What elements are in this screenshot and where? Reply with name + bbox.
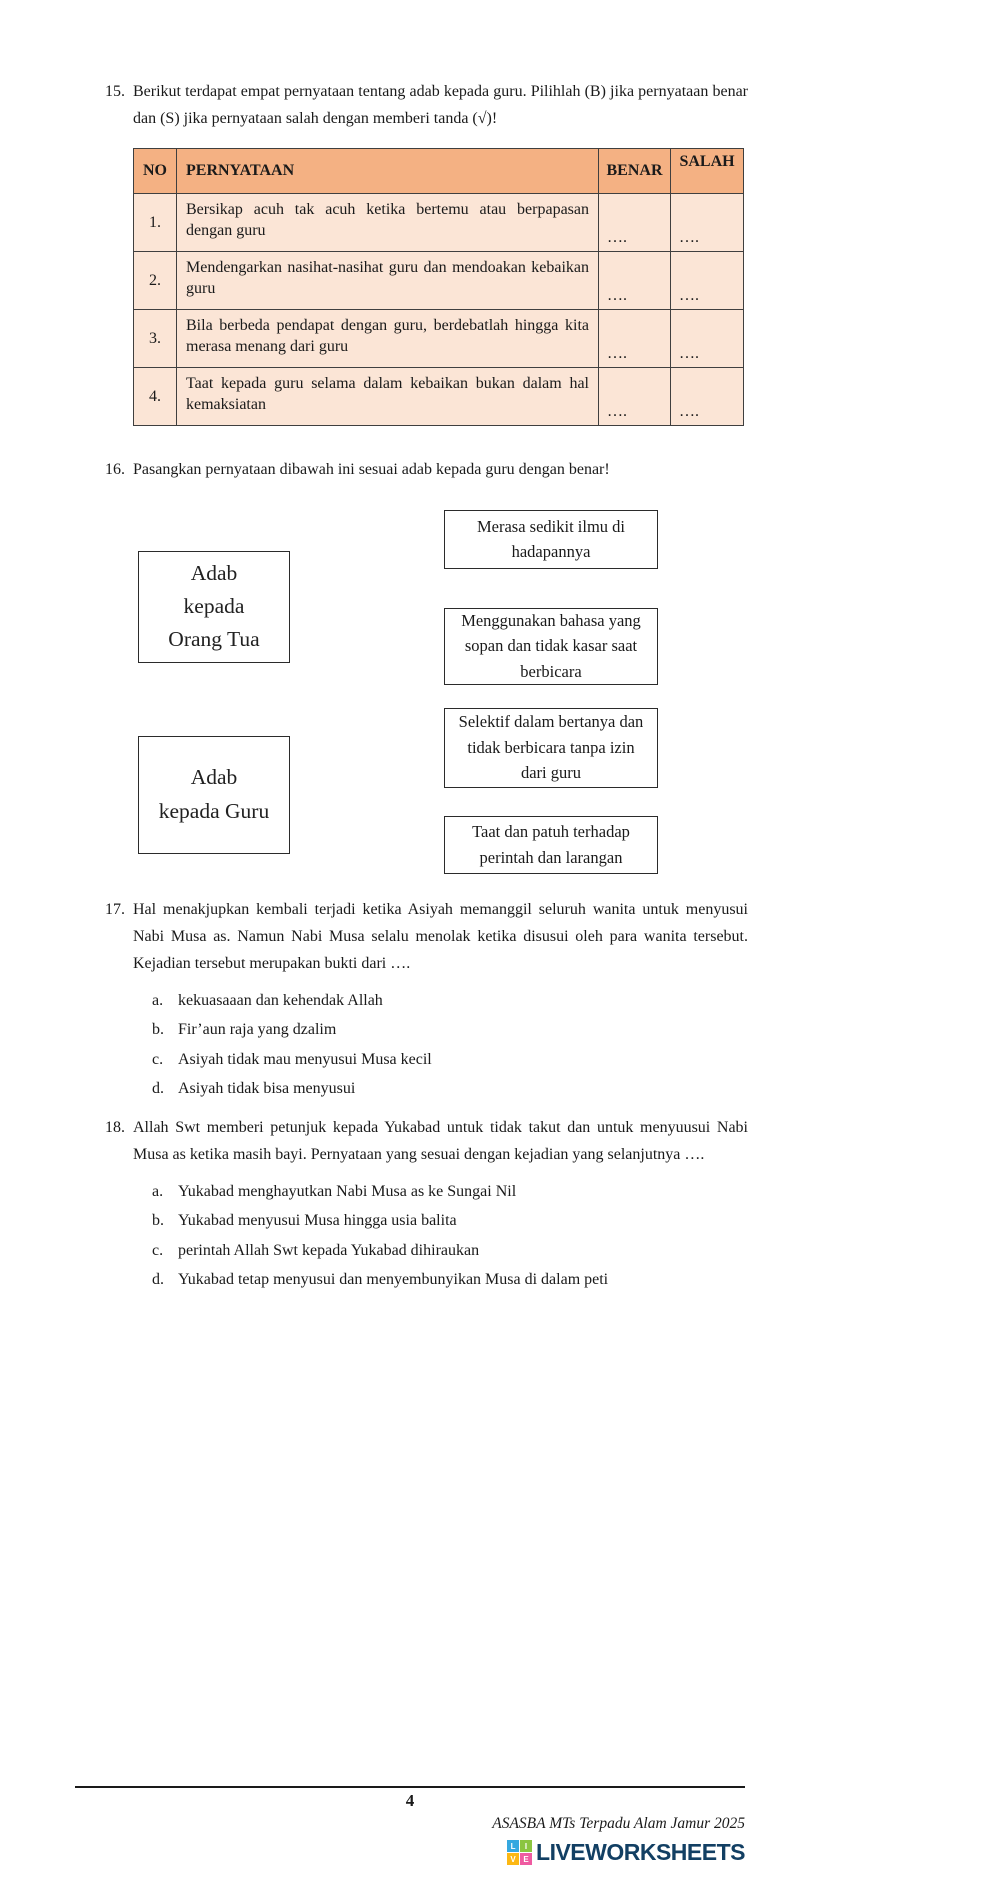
question-16: 16. Pasangkan pernyataan dibawah ini ses…	[105, 456, 748, 483]
match-option-1[interactable]: Merasa sedikit ilmu di hadapannya	[444, 509, 658, 569]
question-18-prompt: Allah Swt memberi petunjuk kepada Yukaba…	[133, 1118, 748, 1164]
option-letter: d.	[152, 1079, 164, 1097]
salah-answer-cell[interactable]: ….	[670, 193, 744, 253]
option-text: kekuasaaan dan kehendak Allah	[178, 992, 383, 1010]
statement-text: Taat kepada guru selama dalam kebaikan b…	[176, 367, 599, 427]
question-16-prompt: Pasangkan pernyataan dibawah ini sesuai …	[133, 461, 610, 479]
benar-answer-cell[interactable]: ….	[598, 193, 671, 253]
question-15-prompt: Berikut terdapat empat pernyataan tentan…	[133, 83, 748, 128]
question-16-number: 16.	[105, 461, 125, 479]
option-a[interactable]: a. Yukabad menghayutkan Nabi Musa as ke …	[152, 1182, 748, 1201]
option-a[interactable]: a. kekuasaaan dan kehendak Allah	[152, 991, 748, 1010]
question-17: 17. Hal menakjupkan kembali terjadi keti…	[105, 896, 748, 978]
logo-tile-i: I	[520, 1840, 533, 1852]
question-17-number: 17.	[105, 900, 125, 918]
match-option-2[interactable]: Menggunakan bahasa yang sopan dan tidak …	[444, 607, 658, 685]
table-row: 4. Taat kepada guru selama dalam kebaika…	[133, 367, 744, 427]
option-b[interactable]: b. Yukabad menyusui Musa hingga usia bal…	[152, 1211, 748, 1230]
option-letter: b.	[152, 1212, 164, 1230]
option-letter: c.	[152, 1050, 164, 1068]
table-header-benar: BENAR	[598, 148, 671, 195]
option-c[interactable]: c. Asiyah tidak mau menyusui Musa kecil	[152, 1050, 748, 1069]
liveworksheets-logo: L I V E LIVEWORKSHEETS	[507, 1839, 745, 1866]
question-15: 15. Berikut terdapat empat pernyataan te…	[105, 78, 748, 132]
question-18: 18. Allah Swt memberi petunjuk kepada Yu…	[105, 1114, 748, 1168]
question-18-options: a. Yukabad menghayutkan Nabi Musa as ke …	[152, 1182, 748, 1289]
option-letter: d.	[152, 1270, 164, 1288]
option-text: Yukabad menghayutkan Nabi Musa as ke Sun…	[178, 1183, 517, 1201]
option-letter: b.	[152, 1021, 164, 1039]
match-source-adab-guru[interactable]: Adab kepada Guru	[138, 735, 290, 854]
true-false-table: NO PERNYATAAN BENAR SALAH 1. Bersikap ac…	[133, 148, 744, 427]
option-d[interactable]: d. Asiyah tidak bisa menyusui	[152, 1079, 748, 1098]
salah-answer-cell[interactable]: ….	[670, 251, 744, 311]
row-number: 1.	[133, 193, 177, 253]
match-option-3[interactable]: Selektif dalam bertanya dan tidak berbic…	[444, 707, 658, 788]
page-number: 4	[405, 1791, 415, 1810]
benar-answer-cell[interactable]: ….	[598, 309, 671, 369]
statement-text: Mendengarkan nasihat-nasihat guru dan me…	[176, 251, 599, 311]
benar-answer-cell[interactable]: ….	[598, 367, 671, 427]
salah-answer-cell[interactable]: ….	[670, 367, 744, 427]
row-number: 2.	[133, 251, 177, 311]
table-row: 3. Bila berbeda pendapat dengan guru, be…	[133, 309, 744, 369]
row-number: 3.	[133, 309, 177, 369]
option-letter: a.	[152, 992, 164, 1010]
matching-area: Adab kepada Orang Tua Adab kepada Guru M…	[105, 500, 748, 882]
benar-answer-cell[interactable]: ….	[598, 251, 671, 311]
table-header-no: NO	[133, 148, 177, 195]
question-17-prompt: Hal menakjupkan kembali terjadi ketika A…	[133, 900, 748, 972]
match-option-4[interactable]: Taat dan patuh terhadap perintah dan lar…	[444, 815, 658, 874]
logo-tile-l: L	[507, 1840, 520, 1852]
liveworksheets-wordmark: LIVEWORKSHEETS	[536, 1839, 745, 1865]
footer-credit: ASASBA MTs Terpadu Alam Jamur 2025	[492, 1815, 745, 1832]
question-18-number: 18.	[105, 1118, 125, 1136]
statement-text: Bersikap acuh tak acuh ketika bertemu at…	[176, 193, 599, 253]
logo-tile-e: E	[520, 1853, 533, 1865]
option-text: Asiyah tidak mau menyusui Musa kecil	[178, 1050, 432, 1068]
liveworksheets-tiles-icon: L I V E	[507, 1840, 533, 1865]
worksheet-content: 15. Berikut terdapat empat pernyataan te…	[105, 78, 748, 1305]
table-header-row: NO PERNYATAAN BENAR SALAH	[133, 148, 744, 195]
table-header-salah: SALAH	[670, 148, 744, 195]
match-source-adab-orang-tua[interactable]: Adab kepada Orang Tua	[138, 550, 290, 663]
option-d[interactable]: d. Yukabad tetap menyusui dan menyembuny…	[152, 1270, 748, 1289]
option-text: Asiyah tidak bisa menyusui	[178, 1079, 356, 1097]
option-letter: a.	[152, 1183, 164, 1201]
option-letter: c.	[152, 1241, 164, 1259]
option-text: perintah Allah Swt kepada Yukabad dihira…	[178, 1241, 480, 1259]
question-15-number: 15.	[105, 83, 125, 100]
question-17-options: a. kekuasaaan dan kehendak Allah b. Fir’…	[152, 991, 748, 1098]
option-text: Fir’aun raja yang dzalim	[178, 1021, 337, 1039]
option-b[interactable]: b. Fir’aun raja yang dzalim	[152, 1020, 748, 1039]
statement-text: Bila berbeda pendapat dengan guru, berde…	[176, 309, 599, 369]
footer-divider	[75, 1786, 745, 1788]
table-row: 1. Bersikap acuh tak acuh ketika bertemu…	[133, 193, 744, 253]
logo-tile-v: V	[507, 1853, 520, 1865]
option-text: Yukabad tetap menyusui dan menyembunyika…	[178, 1270, 609, 1288]
table-row: 2. Mendengarkan nasihat-nasihat guru dan…	[133, 251, 744, 311]
row-number: 4.	[133, 367, 177, 427]
option-text: Yukabad menyusui Musa hingga usia balita	[178, 1212, 457, 1230]
option-c[interactable]: c. perintah Allah Swt kepada Yukabad dih…	[152, 1241, 748, 1260]
table-header-pernyataan: PERNYATAAN	[176, 148, 599, 195]
salah-answer-cell[interactable]: ….	[670, 309, 744, 369]
